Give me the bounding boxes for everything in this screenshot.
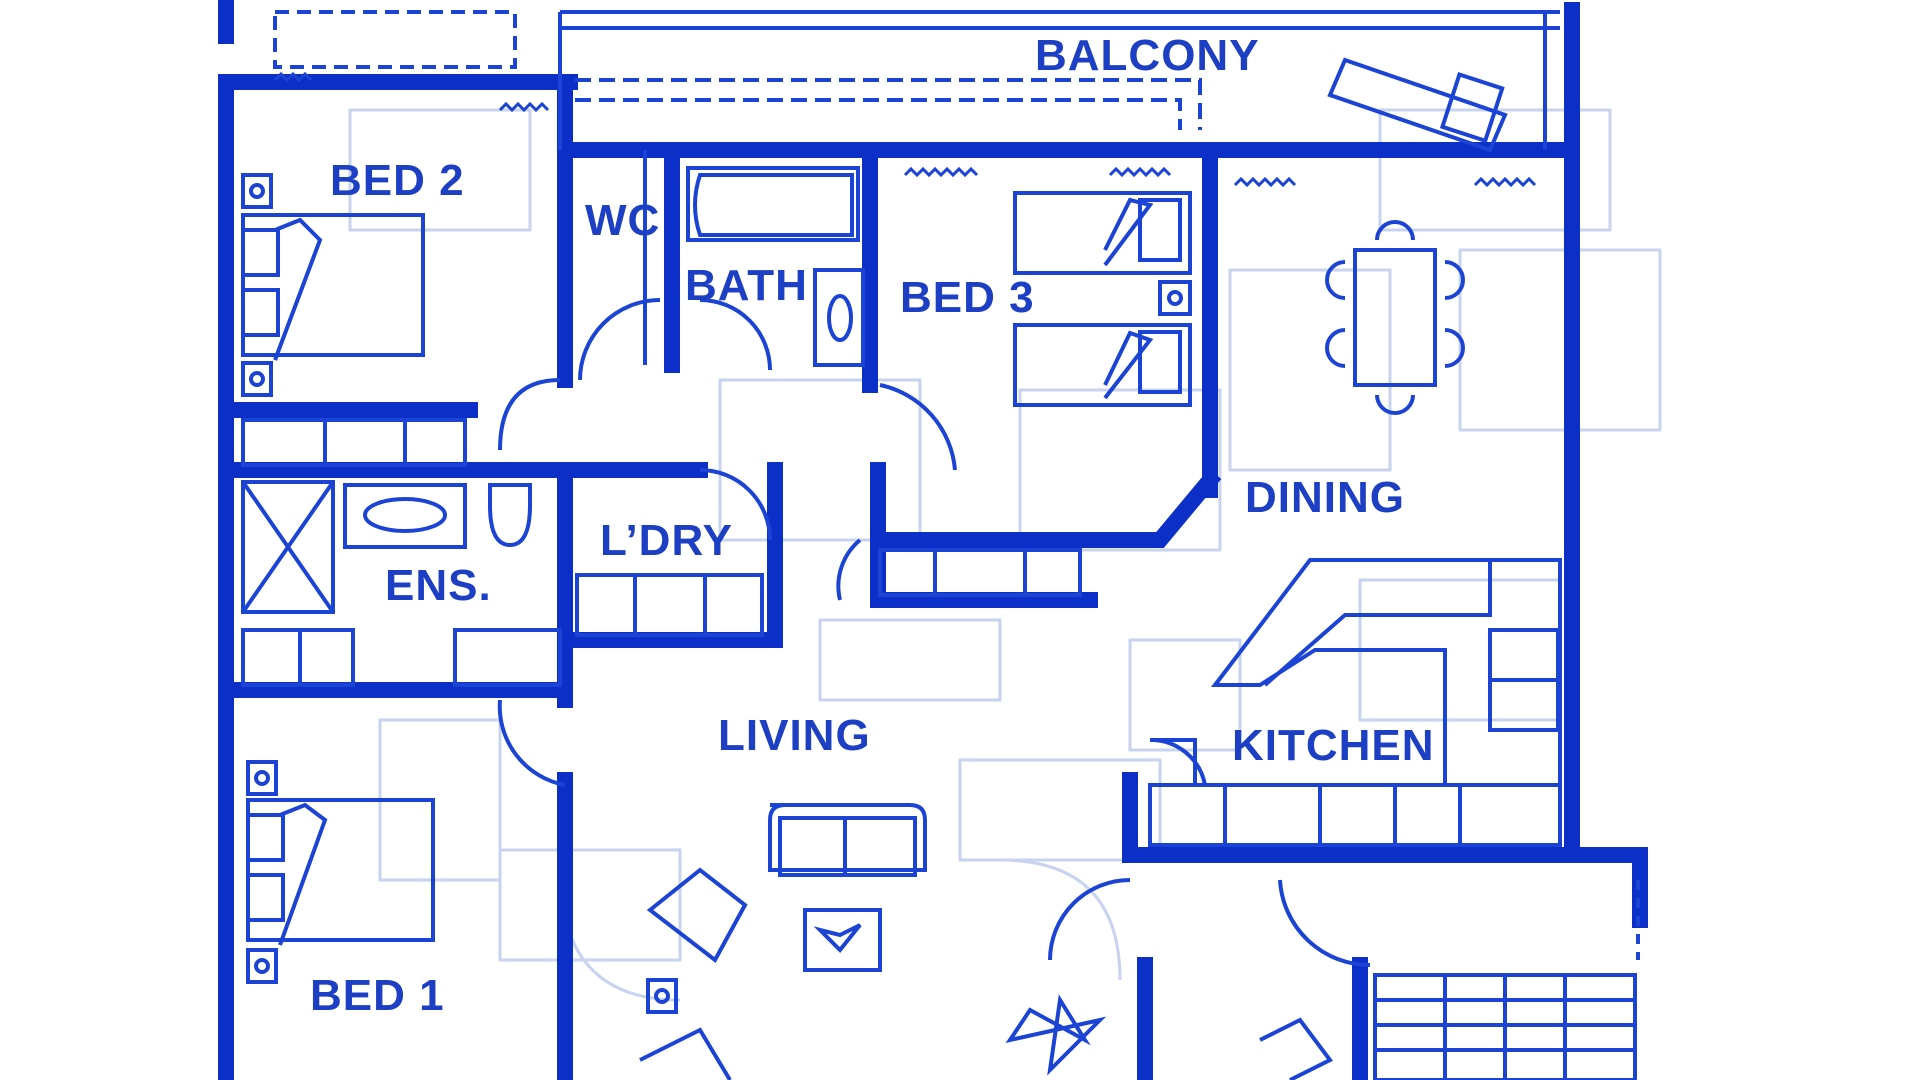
label-bed-1: BED 1 — [310, 971, 445, 1020]
room-labels: BALCONY BED 2 WC BATH BED 3 DINING L’DRY… — [310, 31, 1435, 1020]
window-marks — [273, 71, 1537, 188]
label-laundry: L’DRY — [600, 516, 733, 565]
label-ensuite: ENS. — [385, 561, 492, 610]
thin-lines — [241, 10, 1640, 1080]
walls — [218, 0, 1648, 1080]
label-living: LIVING — [718, 711, 871, 760]
label-dining: DINING — [1245, 473, 1405, 522]
label-kitchen: KITCHEN — [1232, 721, 1435, 770]
label-bath: BATH — [685, 261, 808, 310]
label-bed-3: BED 3 — [900, 273, 1035, 322]
ghost-layer — [348, 108, 1662, 1002]
label-bed-2: BED 2 — [330, 156, 465, 205]
label-wc: WC — [585, 196, 660, 245]
label-balcony: BALCONY — [1035, 31, 1260, 80]
